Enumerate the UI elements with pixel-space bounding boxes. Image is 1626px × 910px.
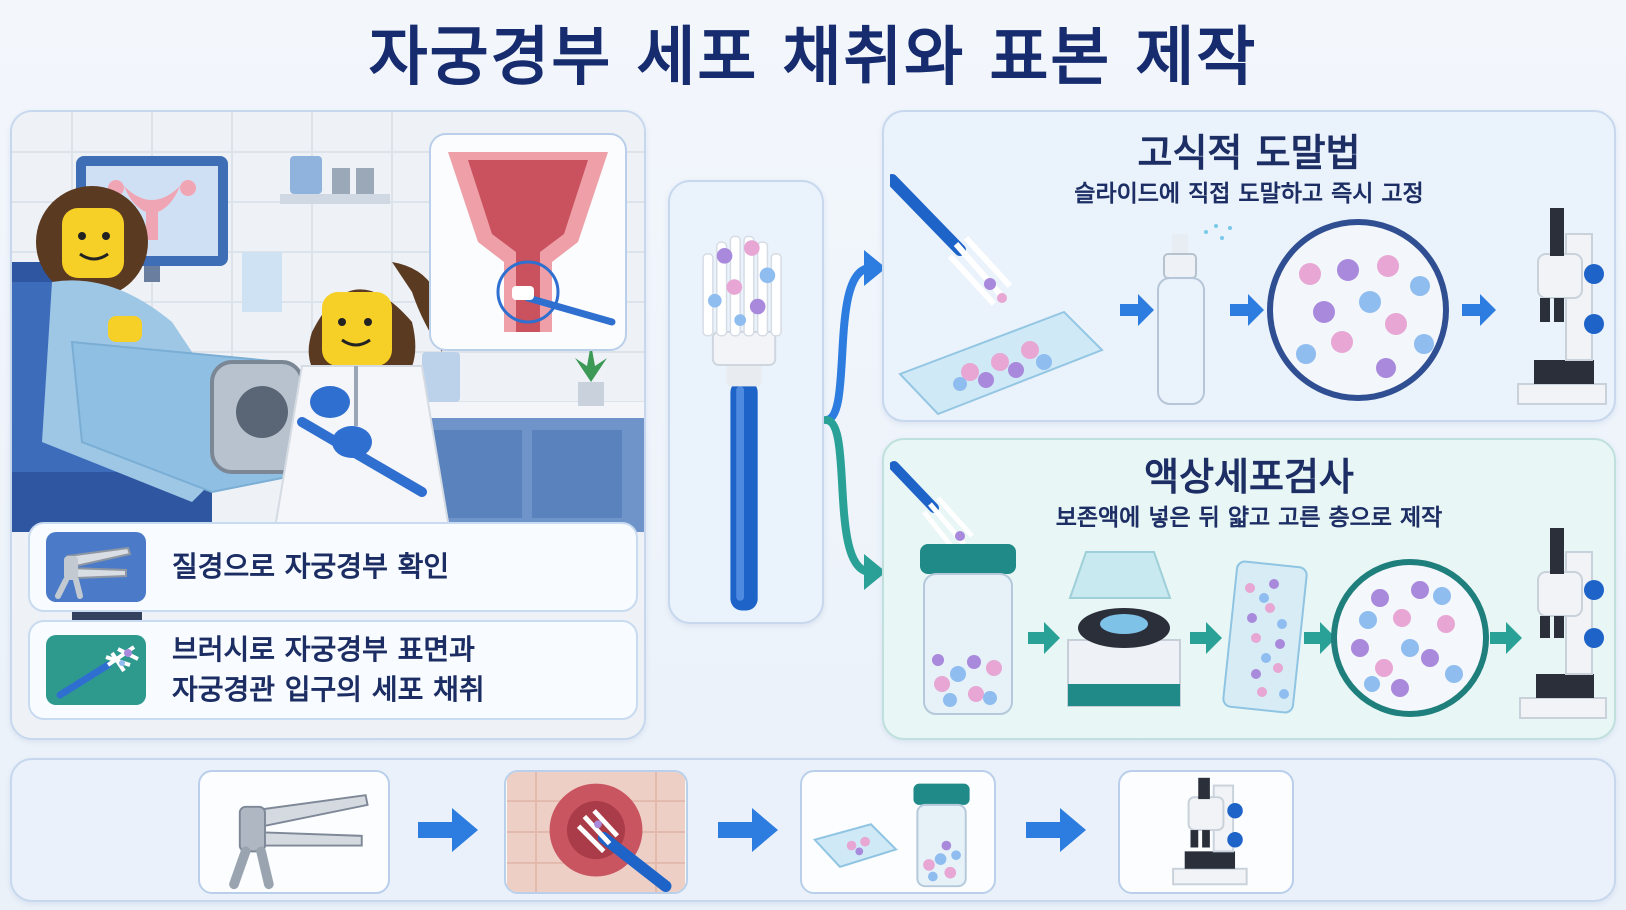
microscope-icon [1172, 777, 1248, 886]
smear-subtitle: 슬라이드에 직접 도말하고 즉시 고정 [1074, 181, 1424, 207]
info-card-text: 브러시로 자궁경부 표면과 자궁경관 입구의 세포 채취 [172, 630, 485, 710]
cervix-inset-icon [429, 133, 627, 351]
fixative-spray-icon [1157, 224, 1232, 405]
speculum-icon [46, 532, 146, 602]
arrow-icon [718, 808, 778, 852]
arrow-icon [1026, 808, 1086, 852]
arrow-icon [1490, 622, 1522, 654]
conventional-smear-panel: 고식적 도말법 슬라이드에 직접 도말하고 즉시 고정 [882, 110, 1616, 422]
info-card-text: 질경으로 자궁경부 확인 [172, 550, 450, 583]
sampling-scene-panel: 질경으로 자궁경부 확인 브러시로 자궁경부 표면과 자궁경관 입구의 세포 채… [10, 110, 646, 740]
summary-step-microscope [1118, 770, 1294, 894]
summary-step-brush [504, 770, 688, 894]
arrow-icon [1462, 294, 1496, 326]
page-title: 자궁경부 세포 채취와 표본 제작 [368, 21, 1258, 95]
arrow-icon [1230, 294, 1264, 326]
arrow-icon [1190, 622, 1222, 654]
branch-arrows [824, 250, 886, 590]
brush-on-slide-icon [890, 174, 1104, 416]
info-card-line: 브러시로 자궁경부 표면과 [172, 633, 475, 666]
cell-view-icon [1267, 219, 1449, 401]
vial-icon [890, 461, 1016, 715]
arrow-icon [1120, 294, 1154, 326]
thin-slide-icon [1222, 560, 1308, 714]
arrow-icon [418, 808, 478, 852]
summary-strip [10, 758, 1616, 902]
arrow-icon [1304, 622, 1336, 654]
microscope-icon [1519, 528, 1607, 719]
arrow-icon [1028, 622, 1060, 654]
summary-step-speculum [198, 770, 390, 894]
cervical-brush-icon [702, 235, 782, 611]
info-card-brush: 브러시로 자궁경부 표면과 자궁경관 입구의 세포 채취 [28, 620, 638, 720]
microscope-icon [1517, 208, 1607, 405]
liquid-based-cytology-panel: 액상세포검사 보존액에 넣은 뒤 얇고 고른 층으로 제작 [882, 438, 1616, 740]
cervical-brush-panel [668, 180, 824, 624]
speculum-icon [229, 794, 369, 890]
info-card-line: 자궁경관 입구의 세포 채취 [172, 673, 485, 706]
processor-icon [1067, 551, 1181, 707]
cervical-brush-icon [46, 635, 146, 705]
info-card-speculum: 질경으로 자궁경부 확인 [28, 522, 638, 612]
lbc-subtitle: 보존액에 넣은 뒤 얇고 고른 층으로 제작 [1055, 505, 1443, 531]
smear-title: 고식적 도말법 [1137, 131, 1361, 175]
summary-step-slide-vial [800, 770, 996, 894]
slide-and-vial-icon [812, 783, 970, 888]
brush-sampling-icon [506, 772, 686, 892]
lbc-title: 액상세포검사 [1144, 455, 1354, 499]
cell-view-icon [1331, 559, 1489, 717]
